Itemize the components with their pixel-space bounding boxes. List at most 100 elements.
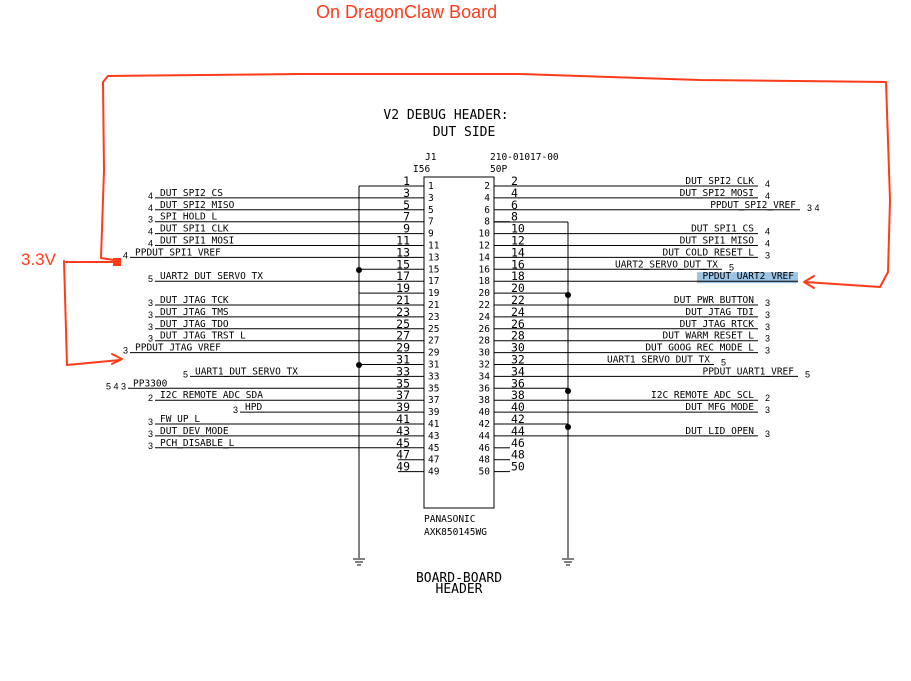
- page-ref: 5: [148, 274, 153, 284]
- pin-number-inner: 19: [428, 288, 440, 299]
- annotation-lower-arrowhead: [111, 353, 123, 365]
- net-label: DUT_WARM_RESET_L: [662, 331, 754, 342]
- page-ref: 3: [765, 298, 770, 308]
- pin-number-inner: 45: [428, 443, 439, 454]
- left-ground-symbol: [353, 558, 365, 566]
- pin-number-inner: 35: [428, 383, 439, 394]
- pin-number-inner: 22: [479, 300, 490, 311]
- pin-number: 40: [511, 400, 525, 414]
- pin-number-inner: 7: [428, 217, 434, 228]
- net-label: DUT_PWR_BUTTON: [674, 295, 754, 306]
- right-pin-8: 88: [484, 210, 518, 228]
- pin-number: 25: [396, 317, 410, 331]
- manufacturer-label: PANASONIC: [424, 514, 475, 525]
- annotation-title: On DragonClaw Board: [316, 2, 497, 22]
- pin-number-inner: 36: [479, 383, 491, 394]
- connector-body: [423, 176, 495, 509]
- pin-number: 4: [511, 186, 518, 200]
- pin-number: 18: [511, 269, 525, 283]
- annotation-3v3-bracket: [63, 260, 121, 366]
- net-label: DUT_JTAG_TCK: [160, 295, 229, 306]
- page-ref: 2: [148, 393, 153, 403]
- page-ref: 3: [148, 215, 153, 225]
- pin-count: 50P: [490, 164, 507, 175]
- part-number: 210-01017-00: [490, 152, 559, 163]
- pin-number-inner: 34: [479, 371, 491, 382]
- pin-number-inner: 18: [479, 276, 491, 287]
- pin-number-inner: 9: [428, 229, 434, 240]
- pin-number: 39: [396, 400, 410, 414]
- net-label: PPDUT_UART1_VREF: [702, 366, 794, 377]
- page-ref: 4: [148, 239, 153, 249]
- pin-number: 8: [511, 210, 518, 224]
- net-label: DUT_JTAG_TRST_L: [160, 331, 246, 342]
- net-label: DUT_JTAG_TDI: [685, 307, 754, 318]
- annotation-voltage-label: 3.3V: [21, 250, 57, 269]
- pin-number-inner: 12: [479, 241, 490, 252]
- pin-number: 1: [403, 174, 410, 188]
- pin-number: 14: [511, 245, 525, 259]
- junction-dot: [565, 388, 571, 394]
- page-ref: 3 4: [807, 203, 820, 213]
- page-ref: 3: [765, 334, 770, 344]
- net-label: FW_UP_L: [160, 414, 200, 425]
- pin-number-inner: 44: [479, 431, 491, 442]
- net-label: DUT_SPI2_MISO: [160, 200, 235, 211]
- ref-designator: J1: [425, 152, 437, 163]
- manufacturer-part-label: AXK850145WG: [424, 527, 487, 538]
- annotation-upper-arrowhead: [803, 275, 815, 289]
- page-ref: 5: [805, 369, 810, 379]
- pin-number-inner: 31: [428, 360, 440, 371]
- pin-number: 45: [396, 436, 410, 450]
- pin-number-inner: 27: [428, 336, 439, 347]
- pin-number-inner: 1: [428, 181, 434, 192]
- pin-number-inner: 46: [479, 443, 491, 454]
- net-label: UART2_DUT_SERVO_TX: [160, 271, 263, 282]
- pin-number: 21: [396, 293, 410, 307]
- pin-number-inner: 32: [479, 360, 490, 371]
- page-ref: 5: [183, 369, 188, 379]
- net-label: PPDUT_SPI2_VREF: [710, 200, 796, 211]
- right-ground-symbol: [562, 558, 574, 566]
- pin-number: 11: [396, 234, 410, 248]
- page-ref: 3: [148, 429, 153, 439]
- page-ref: 3: [765, 429, 770, 439]
- pin-number: 43: [396, 424, 410, 438]
- pin-number-inner: 37: [428, 395, 439, 406]
- pin-number: 13: [396, 245, 410, 259]
- pin-number: 32: [511, 353, 525, 367]
- pin-number: 49: [396, 460, 410, 474]
- net-label: UART2_SERVO_DUT_TX: [615, 259, 718, 270]
- pin-number: 2: [511, 174, 518, 188]
- page-ref: 4: [765, 227, 770, 237]
- net-label: PPDUT_SPI1_VREF: [135, 247, 221, 258]
- pin-number-inner: 41: [428, 419, 440, 430]
- pin-number: 3: [403, 186, 410, 200]
- page-ref: 3: [148, 322, 153, 332]
- pin-number: 44: [511, 424, 525, 438]
- net-label: DUT_GOOG_REC_MODE_L: [645, 343, 754, 354]
- pin-number: 12: [511, 234, 525, 248]
- pin-number: 35: [396, 376, 410, 390]
- net-label: PCH_DISABLE_L: [160, 438, 235, 449]
